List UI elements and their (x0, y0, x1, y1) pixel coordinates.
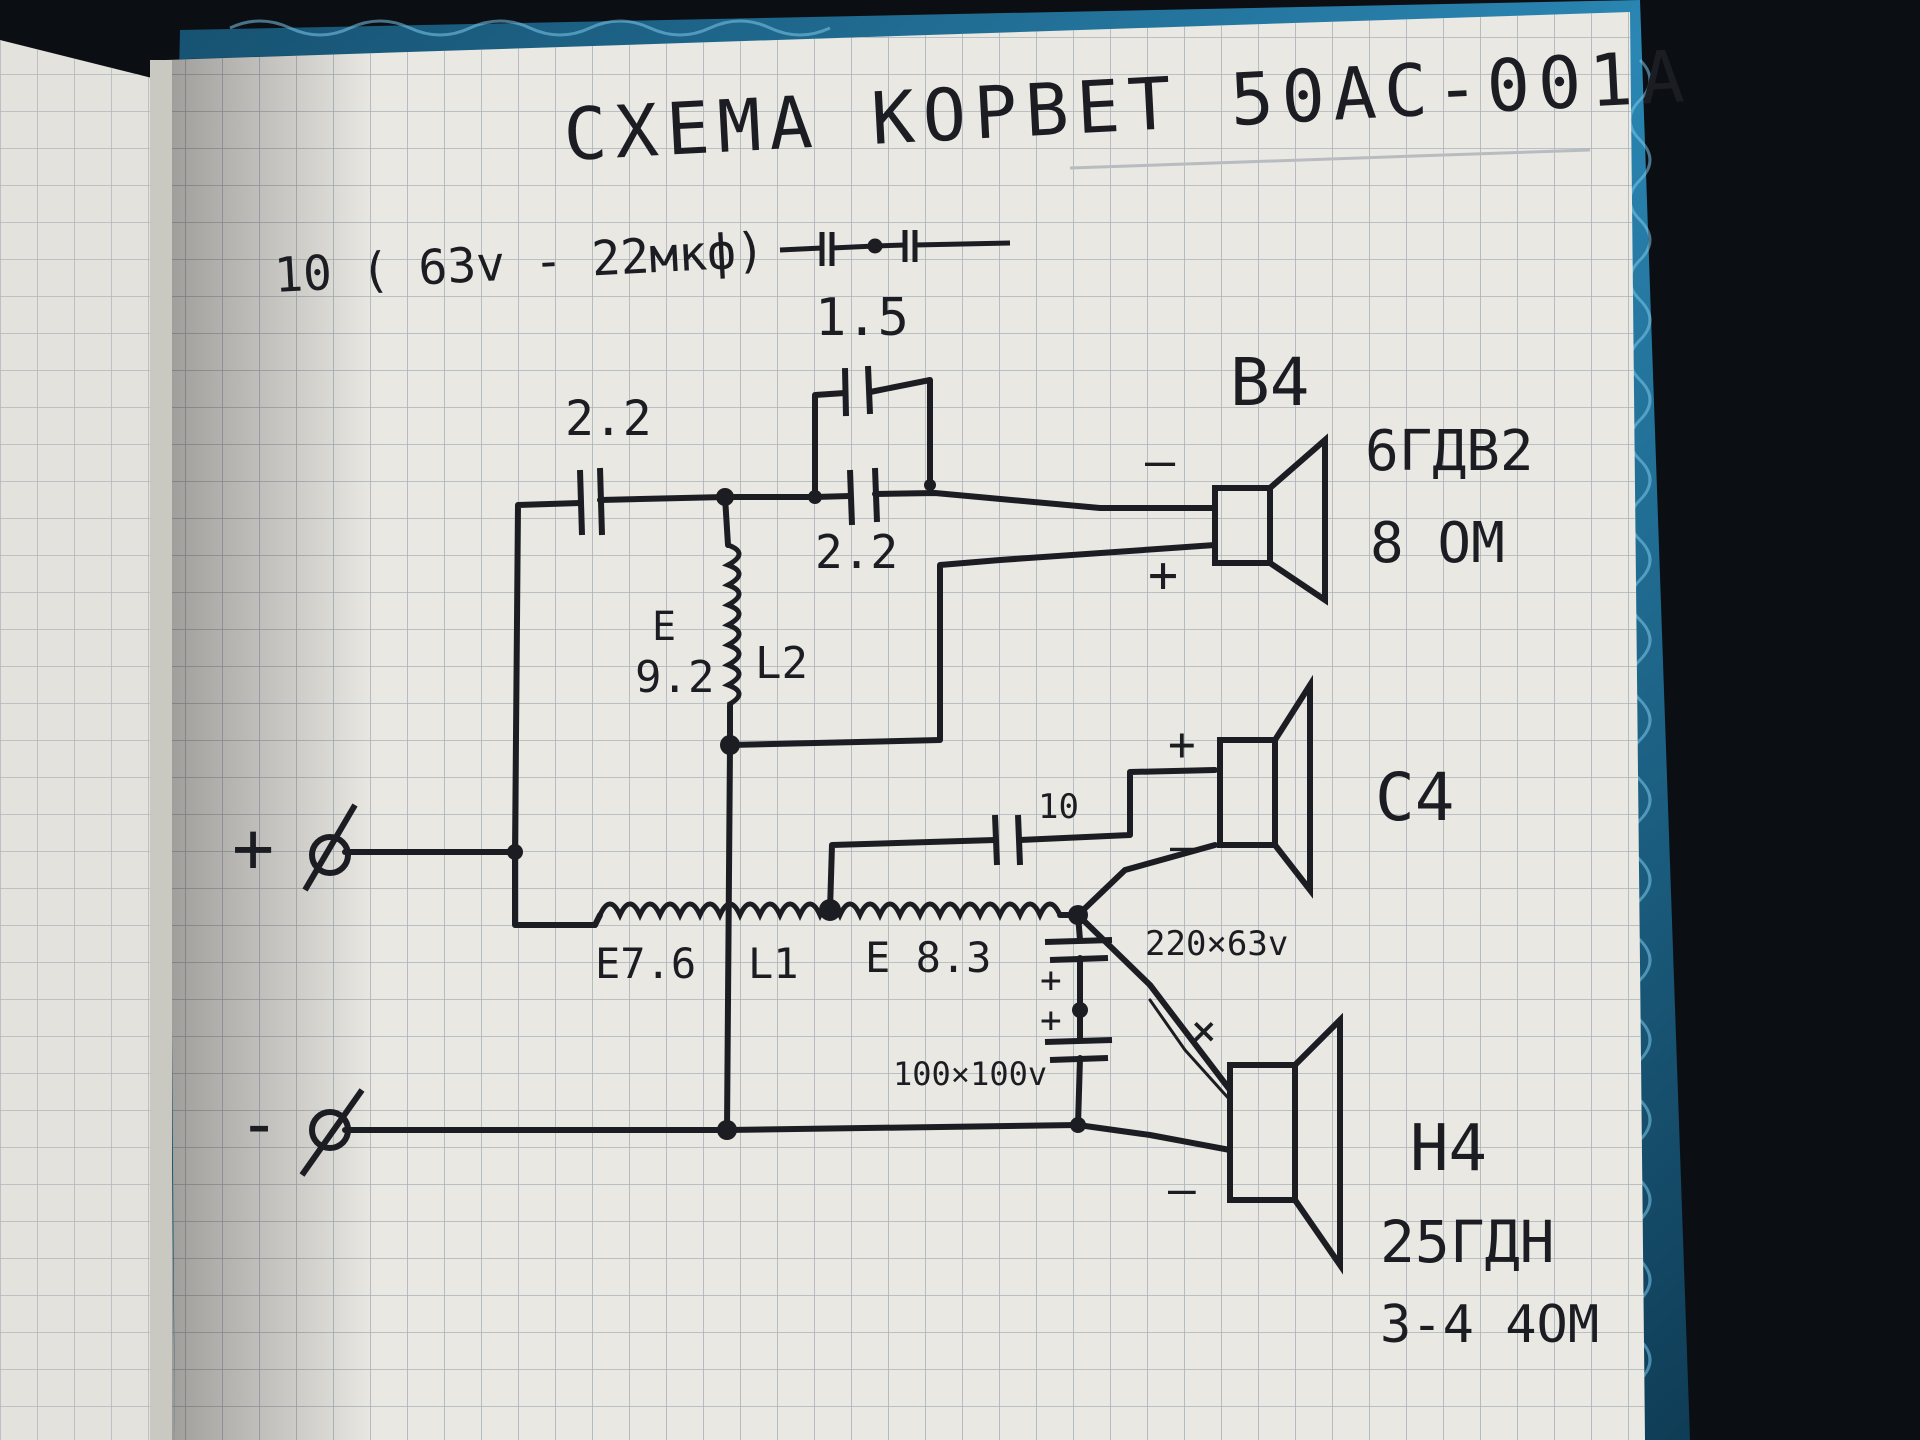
speaker-tweeter (1212, 433, 1328, 606)
label-l2-prefix: E (652, 604, 676, 650)
capacitor-bank-top (1044, 937, 1113, 963)
speaker-labels: В4 6ГДВ2 8 ОМ – + С4 + – Н4 25ГДН 3-4 4О… (1145, 344, 1599, 1355)
label-bank-plus-b: + (1040, 1000, 1062, 1041)
label-bank-plus-a: + (1040, 960, 1062, 1001)
woofer-name: Н4 (1410, 1112, 1487, 1186)
spine-shadow (150, 60, 172, 1440)
woofer-pol-minus: – (1168, 1162, 1196, 1216)
label-l1-right: E 8.3 (865, 933, 991, 982)
label-l1: L1 (748, 939, 799, 988)
inductor-l1 (597, 901, 1063, 922)
capacitor-c-tw-series (847, 467, 880, 526)
capacitor-c-in (577, 467, 605, 536)
label-c-tw-bypass: 1.5 (815, 288, 909, 348)
inductor-l2 (721, 542, 742, 708)
inductor-labels: E 9.2 L2 E7.6 L1 E 8.3 (595, 604, 991, 988)
mid-name: С4 (1375, 759, 1454, 836)
label-c-in: 2.2 (565, 391, 652, 447)
tweeter-name: В4 (1230, 344, 1309, 421)
label-c-tw-series: 2.2 (815, 525, 898, 579)
label-c-bank-bottom: 100×100v (893, 1055, 1047, 1093)
capacitor-labels: 1.5 2.2 2.2 10 220×63v 100×100v + + (565, 288, 1288, 1093)
capacitor-c-mid (992, 814, 1023, 866)
speaker-mid (1217, 674, 1313, 899)
label-c-bank-top: 220×63v (1145, 924, 1288, 964)
capacitor-c-tw-bypass (842, 365, 873, 417)
mid-pol-minus: – (1170, 819, 1198, 873)
terminal-minus-label: - (238, 1083, 280, 1165)
label-l1-left: E7.6 (595, 939, 696, 988)
terminal-plus-label: + (232, 807, 274, 889)
tweeter-pol-plus: + (1148, 546, 1178, 604)
woofer-model: 25ГДН (1380, 1208, 1555, 1276)
terminal-plus (302, 803, 358, 892)
tweeter-impedance: 8 ОМ (1370, 511, 1505, 576)
tweeter-model: 6ГДВ2 (1365, 419, 1534, 484)
label-l2-value: 9.2 (635, 652, 714, 703)
title-underline (1069, 148, 1591, 170)
junction-dots (507, 479, 1088, 1140)
tweeter-pol-minus: – (1145, 432, 1176, 490)
speaker-woofer (1227, 1012, 1343, 1275)
capacitor-bank-bottom (1044, 1037, 1113, 1063)
woofer-impedance: 3-4 4ОМ (1380, 1295, 1599, 1355)
mid-pol-plus: + (1168, 717, 1196, 771)
terminal-minus (299, 1088, 365, 1177)
note-capacitor-symbol (779, 230, 1011, 266)
label-l2: L2 (755, 638, 808, 689)
label-c-mid: 10 (1038, 787, 1079, 827)
